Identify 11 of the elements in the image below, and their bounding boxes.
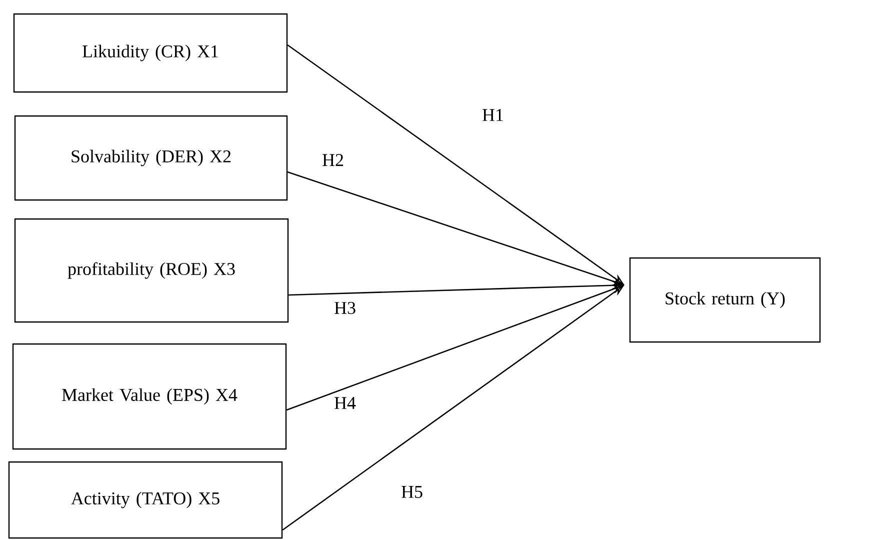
edge-label: H5 (400, 485, 424, 499)
box: Activity (TATO) X5 (8, 461, 283, 539)
edge-label: H3 (333, 300, 357, 316)
box: Market Value (EPS) X4 (12, 343, 287, 450)
edge-label: H4 (333, 396, 357, 410)
edge-label: H1 (481, 108, 505, 122)
box: Solvability (DER) X2 (14, 115, 288, 201)
box: Likuidity (CR) X1 (13, 13, 288, 93)
box: profitability (ROE) X3 (14, 218, 289, 323)
box: Stock return (Y) (629, 257, 821, 343)
edge-label: H2 (321, 153, 345, 167)
